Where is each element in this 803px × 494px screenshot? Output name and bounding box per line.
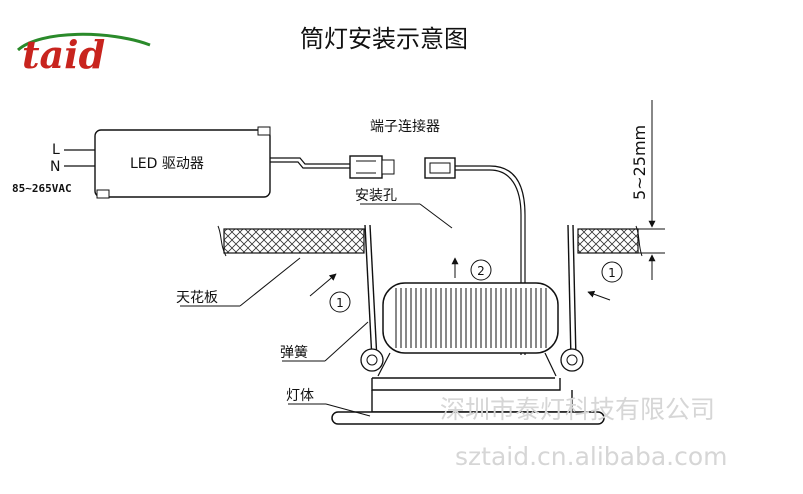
spring-clip-left [360,224,384,372]
mount-hole-leader [419,203,453,229]
logo-swoosh [16,32,151,52]
fixture-cable [455,165,526,355]
ceiling-board [217,225,643,257]
step-1-left: 1 [309,273,351,313]
fixture-body [331,352,605,425]
step-1-right-number: 1 [608,266,616,280]
step-2: 2 [451,257,492,281]
page-title: 筒灯安装示意图 [300,25,468,53]
label-l: L [52,142,60,158]
thickness-label: 5~25mm [630,125,649,200]
step-1-left-number: 1 [336,296,344,310]
heat-sink [382,282,559,354]
body-leader [325,403,371,417]
voltage-label: 85~265VAC [12,182,72,195]
spring-label: 弹簧 [280,345,308,361]
watermark-url: sztaid.cn.alibaba.com [455,442,728,471]
taid-logo: taid [16,32,151,77]
body-label: 灯体 [286,388,314,404]
connector-label: 端子连接器 [370,118,440,135]
led-driver: LED 驱动器 [94,126,271,199]
step-2-number: 2 [477,264,485,278]
ceiling-label: 天花板 [176,290,218,306]
driver-label: LED 驱动器 [130,156,204,172]
logo-text: taid [22,32,105,77]
watermark-company: 深圳市泰灯科技有限公司 [440,395,715,424]
step-1-right: 1 [587,261,623,301]
spring-clip-right [560,224,584,372]
spring-leader [324,321,369,362]
connector-female [424,157,456,179]
mount-hole-label: 安装孔 [355,188,397,204]
ceiling-leader [239,257,301,307]
label-n: N [50,159,60,175]
driver-cable [270,157,350,165]
connector-male [349,155,395,179]
thickness-dimension: 5~25mm [630,100,665,280]
